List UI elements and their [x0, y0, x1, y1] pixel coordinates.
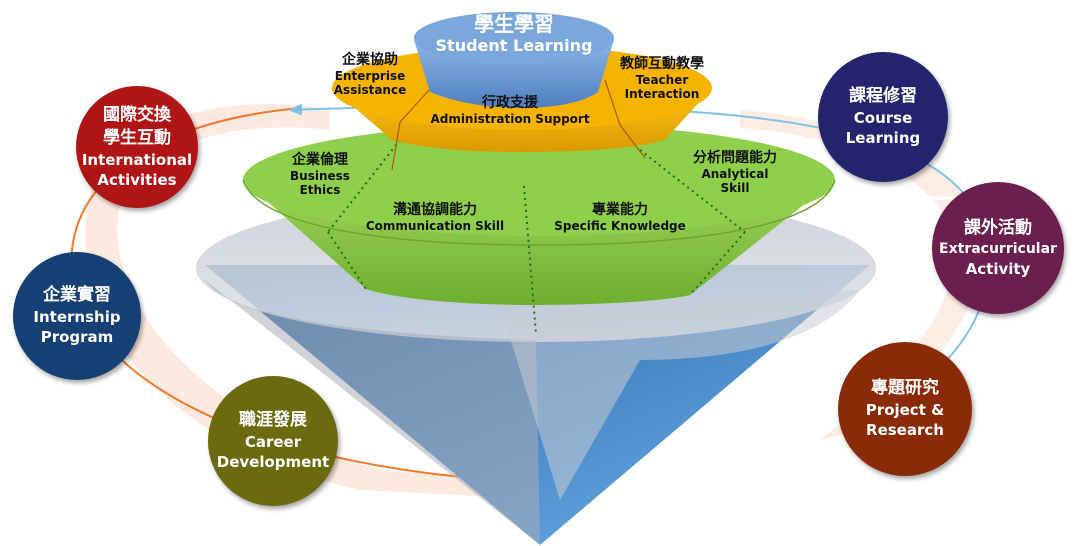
business-ethics-label: 企業倫理 Business Ethics — [270, 152, 370, 198]
enterprise-assistance-en2: Assistance — [333, 83, 407, 98]
green-frustum-top — [243, 124, 835, 236]
internship-en1: Internship — [33, 308, 121, 327]
extracurricular-en2: Activity — [965, 259, 1031, 278]
project-research-circle: 專題研究 Project & Research — [838, 342, 972, 476]
communication-skill-label: 溝通協調能力 Communication Skill — [355, 202, 515, 233]
international-zh2: 學生互動 — [103, 127, 171, 148]
project-en2: Research — [866, 421, 944, 440]
internship-zh: 企業實習 — [43, 285, 111, 306]
core-label-en: Student Learning — [435, 36, 593, 55]
internship-program-circle: 企業實習 Internship Program — [13, 252, 141, 380]
international-activities-circle: 國際交換 學生互動 International Activities — [76, 86, 198, 208]
analytical-skill-en2: Skill — [720, 181, 750, 196]
teacher-interaction-label: 教師互動教學 Teacher Interaction — [604, 56, 720, 102]
enterprise-assistance-zh: 企業協助 — [342, 52, 398, 68]
business-ethics-en2: Ethics — [299, 183, 341, 198]
enterprise-assistance-label: 企業協助 Enterprise Assistance — [318, 52, 422, 98]
career-zh: 職涯發展 — [239, 410, 307, 431]
administration-support-label: 行政支援 Administration Support — [420, 95, 600, 126]
administration-support-en: Administration Support — [430, 111, 590, 126]
specific-knowledge-en: Specific Knowledge — [554, 218, 686, 233]
course-en1: Course — [853, 109, 913, 128]
international-en2: Activities — [97, 170, 177, 189]
extracurricular-zh: 課外活動 — [964, 217, 1032, 238]
teacher-interaction-en2: Interaction — [624, 87, 700, 102]
business-ethics-en1: Business — [290, 168, 350, 183]
business-ethics-zh: 企業倫理 — [292, 152, 348, 168]
green-frustum-rim — [242, 179, 836, 246]
core-cylinder-top — [414, 12, 614, 64]
orbit-band — [85, 103, 560, 500]
specific-knowledge-label: 專業能力 Specific Knowledge — [540, 202, 700, 233]
project-en1: Project & — [865, 401, 945, 420]
communication-skill-en: Communication Skill — [365, 218, 505, 233]
grey-cone-wedge-right — [500, 290, 860, 500]
administration-support-zh: 行政支援 — [482, 95, 538, 111]
course-learning-circle: 課程修習 Course Learning — [818, 52, 948, 182]
specific-knowledge-zh: 專業能力 — [592, 202, 648, 218]
course-zh: 課程修習 — [849, 86, 917, 107]
core-label: 學生學習 Student Learning — [414, 12, 614, 55]
analytical-skill-zh: 分析問題能力 — [693, 150, 777, 166]
international-en1: International — [81, 150, 193, 169]
career-en2: Development — [216, 453, 330, 472]
grey-cone-wedge-left — [205, 280, 540, 545]
career-development-circle: 職涯發展 Career Development — [208, 376, 338, 506]
enterprise-assistance-en1: Enterprise — [334, 68, 406, 83]
project-zh: 專題研究 — [871, 378, 939, 399]
internship-en2: Program — [40, 328, 114, 347]
analytical-skill-label: 分析問題能力 Analytical Skill — [680, 150, 790, 196]
skill-dividers — [327, 139, 746, 335]
communication-skill-zh: 溝通協調能力 — [393, 202, 477, 218]
analytical-skill-en1: Analytical — [701, 166, 769, 181]
extracurricular-activity-circle: 課外活動 Extracurricular Activity — [932, 182, 1064, 314]
career-en1: Career — [244, 433, 302, 452]
course-en2: Learning — [845, 129, 921, 148]
extracurricular-en1: Extracurricular — [939, 240, 1057, 257]
teacher-interaction-en1: Teacher — [635, 72, 689, 87]
teacher-interaction-zh: 教師互動教學 — [620, 56, 704, 72]
core-label-zh: 學生學習 — [474, 12, 554, 36]
international-zh1: 國際交換 — [103, 104, 171, 125]
